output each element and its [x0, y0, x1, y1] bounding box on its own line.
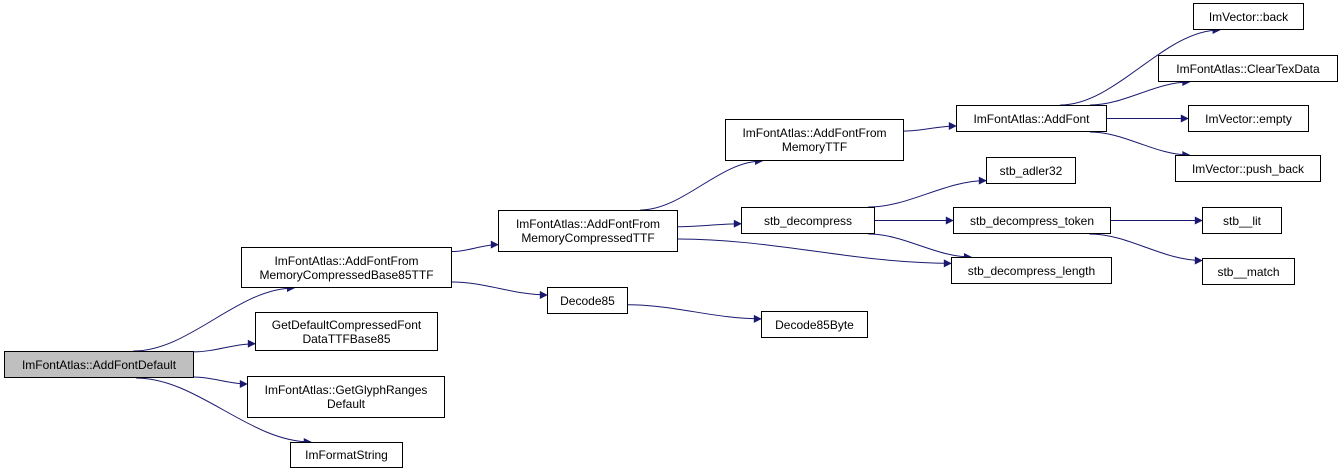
call-edge	[903, 121, 957, 132]
node-clear-tex-data[interactable]: ImFontAtlas::ClearTexData	[1158, 55, 1338, 82]
node-im-vector-back[interactable]: ImVector::back	[1193, 3, 1304, 30]
node-label: ImFontAtlas::GetGlyphRanges Default	[264, 383, 428, 411]
node-stb-match[interactable]: stb__match	[1202, 258, 1295, 285]
node-im-font-atlas-add-font[interactable]: ImFontAtlas::AddFont	[956, 105, 1107, 132]
call-edge	[1060, 26, 1221, 106]
call-edge	[868, 176, 987, 208]
call-edge	[677, 238, 952, 268]
node-im-format-string[interactable]: ImFormatString	[290, 442, 403, 468]
node-label: ImFontAtlas::AddFontFrom MemoryCompresse…	[259, 253, 434, 282]
node-label: ImFontAtlas::ClearTexData	[1176, 61, 1320, 76]
call-edges	[133, 26, 1221, 446]
node-label: stb_decompress_token	[969, 213, 1095, 228]
call-edge	[135, 377, 312, 446]
call-edge	[677, 219, 742, 228]
node-label: ImFontAtlas::AddFontFrom MemoryTTF	[742, 126, 887, 154]
call-edge	[640, 157, 764, 211]
node-label: stb_adler32	[999, 163, 1063, 178]
node-add-font-from-memory-compressed-base85-ttf[interactable]: ImFontAtlas::AddFontFrom MemoryCompresse…	[241, 247, 452, 288]
node-label: ImFormatString	[305, 448, 388, 462]
call-edge	[133, 284, 295, 352]
node-get-default-compressed-font-data[interactable]: GetDefaultCompressedFont DataTTFBase85	[255, 312, 438, 351]
call-edge	[451, 240, 499, 253]
node-stb-adler32[interactable]: stb_adler32	[986, 157, 1076, 184]
node-label: ImFontAtlas::AddFont	[973, 111, 1090, 126]
node-label: stb_decompress_length	[967, 263, 1096, 278]
node-im-font-atlas-add-font-default: ImFontAtlas::AddFontDefault	[4, 351, 194, 378]
node-label: ImVector::back	[1208, 9, 1289, 24]
node-stb-decompress-length[interactable]: stb_decompress_length	[951, 257, 1112, 284]
node-label: Decode85Byte	[775, 317, 854, 332]
node-label: ImVector::push_back	[1191, 161, 1305, 176]
node-add-font-from-memory-ttf[interactable]: ImFontAtlas::AddFontFrom MemoryTTF	[725, 119, 904, 161]
call-edge	[627, 304, 762, 323]
node-stb-decompress[interactable]: stb_decompress	[741, 207, 875, 234]
node-im-vector-push-back[interactable]: ImVector::push_back	[1175, 155, 1321, 182]
node-decode85-byte[interactable]: Decode85Byte	[761, 311, 868, 338]
node-label: stb_decompress	[763, 213, 853, 228]
node-label: GetDefaultCompressedFont DataTTFBase85	[271, 317, 422, 346]
node-im-vector-empty[interactable]: ImVector::empty	[1188, 105, 1309, 132]
node-add-font-from-memory-compressed-ttf[interactable]: ImFontAtlas::AddFontFrom MemoryCompresse…	[498, 210, 678, 252]
node-label: ImFontAtlas::AddFontFrom MemoryCompresse…	[515, 217, 661, 245]
call-edge	[193, 376, 248, 388]
node-stb-decompress-token[interactable]: stb_decompress_token	[953, 207, 1111, 234]
call-edge	[1089, 131, 1191, 159]
call-edge	[1089, 78, 1191, 106]
call-edge	[451, 281, 548, 299]
node-label: stb__lit	[1222, 213, 1262, 228]
node-label: Decode85	[560, 293, 615, 308]
node-stb-lit[interactable]: stb__lit	[1202, 207, 1282, 234]
call-edge	[1089, 233, 1203, 265]
call-edge	[193, 339, 256, 353]
node-decode85[interactable]: Decode85	[547, 287, 628, 314]
node-label: stb__match	[1217, 264, 1280, 279]
node-label: ImFontAtlas::AddFontDefault	[21, 357, 177, 372]
call-edge	[868, 233, 972, 261]
node-label: ImVector::empty	[1205, 111, 1292, 126]
node-get-glyph-ranges-default[interactable]: ImFontAtlas::GetGlyphRanges Default	[247, 376, 445, 418]
